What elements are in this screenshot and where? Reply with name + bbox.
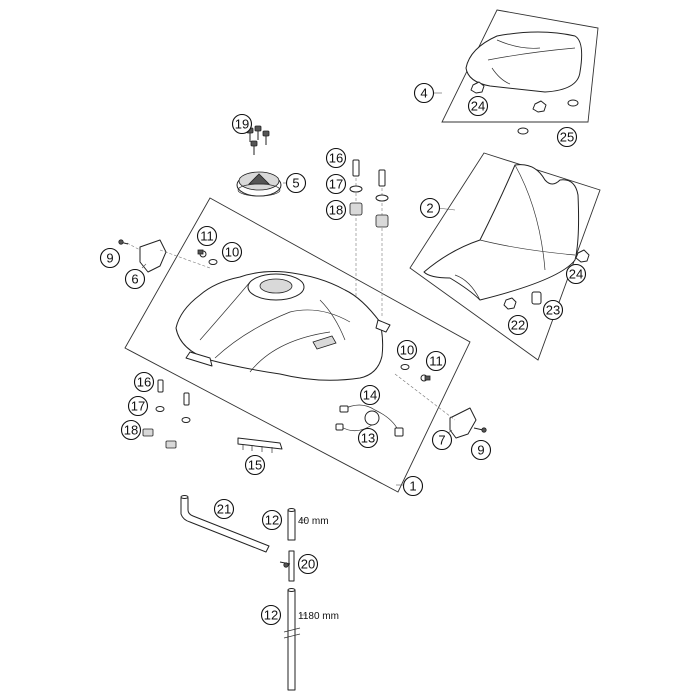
t-connector bbox=[279, 550, 295, 582]
svg-text:4: 4 bbox=[420, 86, 427, 101]
hose-1180mm bbox=[283, 588, 301, 691]
callout-15: 15 bbox=[244, 454, 266, 476]
hose-40mm bbox=[287, 508, 296, 541]
seat-hardware bbox=[503, 249, 590, 310]
left-small-fasteners bbox=[142, 379, 191, 449]
svg-text:24: 24 bbox=[569, 267, 583, 282]
hose-40mm-label: 40 mm bbox=[298, 516, 329, 527]
callout-5: 5 bbox=[285, 172, 307, 194]
pillion-seat-nut bbox=[470, 81, 579, 135]
svg-text:17: 17 bbox=[329, 177, 343, 192]
svg-text:17: 17 bbox=[131, 399, 145, 414]
fuel-cap bbox=[236, 171, 282, 197]
svg-text:2: 2 bbox=[426, 201, 433, 216]
callout-16-lower: 16 bbox=[133, 371, 155, 393]
svg-text:16: 16 bbox=[329, 151, 343, 166]
callout-20: 20 bbox=[297, 553, 319, 575]
callout-1: 1 bbox=[402, 475, 424, 497]
svg-text:10: 10 bbox=[400, 343, 414, 358]
callout-17-lower: 17 bbox=[127, 395, 149, 417]
svg-text:16: 16 bbox=[137, 375, 151, 390]
callout-12-short-hose: 12 bbox=[261, 509, 283, 531]
svg-text:14: 14 bbox=[363, 388, 377, 403]
callout-14: 14 bbox=[359, 384, 381, 406]
svg-text:24: 24 bbox=[471, 99, 485, 114]
callout-6: 6 bbox=[124, 268, 146, 290]
callout-16-upper: 16 bbox=[325, 147, 347, 169]
pillion-seat-group-frame bbox=[441, 9, 599, 123]
svg-text:12: 12 bbox=[265, 513, 279, 528]
svg-text:22: 22 bbox=[511, 318, 525, 333]
vent-hose-bent bbox=[180, 495, 270, 553]
callout-11-lower: 11 bbox=[425, 350, 447, 372]
trim-strip bbox=[237, 437, 283, 453]
svg-text:23: 23 bbox=[546, 303, 560, 318]
svg-text:10: 10 bbox=[225, 245, 239, 260]
callout-13: 13 bbox=[357, 427, 379, 449]
right-bracket bbox=[394, 373, 487, 439]
callout-10-lower: 10 bbox=[396, 339, 418, 361]
svg-text:13: 13 bbox=[361, 431, 375, 446]
svg-text:1: 1 bbox=[409, 479, 416, 494]
svg-text:6: 6 bbox=[131, 272, 138, 287]
svg-text:15: 15 bbox=[248, 458, 262, 473]
callout-18-lower: 18 bbox=[120, 419, 142, 441]
callout-11-upper: 11 bbox=[196, 225, 218, 247]
callout-18-upper: 18 bbox=[325, 199, 347, 221]
callout-21: 21 bbox=[213, 498, 235, 520]
svg-text:9: 9 bbox=[106, 251, 113, 266]
tank-mount-screws bbox=[197, 249, 431, 382]
fuel-cap-screws bbox=[246, 125, 270, 155]
rider-seat bbox=[423, 164, 580, 301]
svg-text:25: 25 bbox=[560, 130, 574, 145]
callout-9-right: 9 bbox=[470, 439, 492, 461]
callout-25: 25 bbox=[556, 126, 578, 148]
svg-text:18: 18 bbox=[329, 203, 343, 218]
callout-2: 2 bbox=[419, 197, 441, 219]
svg-text:19: 19 bbox=[235, 117, 249, 132]
svg-text:11: 11 bbox=[429, 354, 443, 369]
callout-23: 23 bbox=[542, 299, 564, 321]
tank-group-frame bbox=[124, 197, 471, 493]
callout-24-seat: 24 bbox=[565, 263, 587, 285]
callout-17-upper: 17 bbox=[325, 173, 347, 195]
svg-text:20: 20 bbox=[301, 557, 315, 572]
callout-12-long-hose: 12 bbox=[260, 604, 282, 626]
fuel-level-sensor bbox=[335, 404, 404, 437]
svg-text:9: 9 bbox=[477, 443, 484, 458]
svg-text:11: 11 bbox=[200, 229, 214, 244]
svg-text:18: 18 bbox=[124, 423, 138, 438]
fuel-tank bbox=[175, 271, 391, 381]
callout-7: 7 bbox=[431, 429, 453, 451]
svg-text:12: 12 bbox=[264, 608, 278, 623]
callout-10-upper: 10 bbox=[221, 241, 243, 263]
callout-4: 4 bbox=[413, 82, 435, 104]
svg-text:21: 21 bbox=[217, 502, 231, 517]
svg-text:5: 5 bbox=[292, 176, 299, 191]
pillion-seat bbox=[465, 31, 583, 93]
center-bolt-stacks bbox=[349, 159, 389, 318]
hose-1180mm-label: 1180 mm bbox=[298, 611, 339, 622]
callout-22: 22 bbox=[507, 314, 529, 336]
seat-group-frame bbox=[409, 152, 601, 361]
left-bracket bbox=[118, 239, 211, 273]
callout-19: 19 bbox=[231, 113, 253, 135]
callout-24-pillion: 24 bbox=[467, 95, 489, 117]
callout-9-left: 9 bbox=[99, 247, 121, 269]
svg-text:7: 7 bbox=[438, 433, 445, 448]
